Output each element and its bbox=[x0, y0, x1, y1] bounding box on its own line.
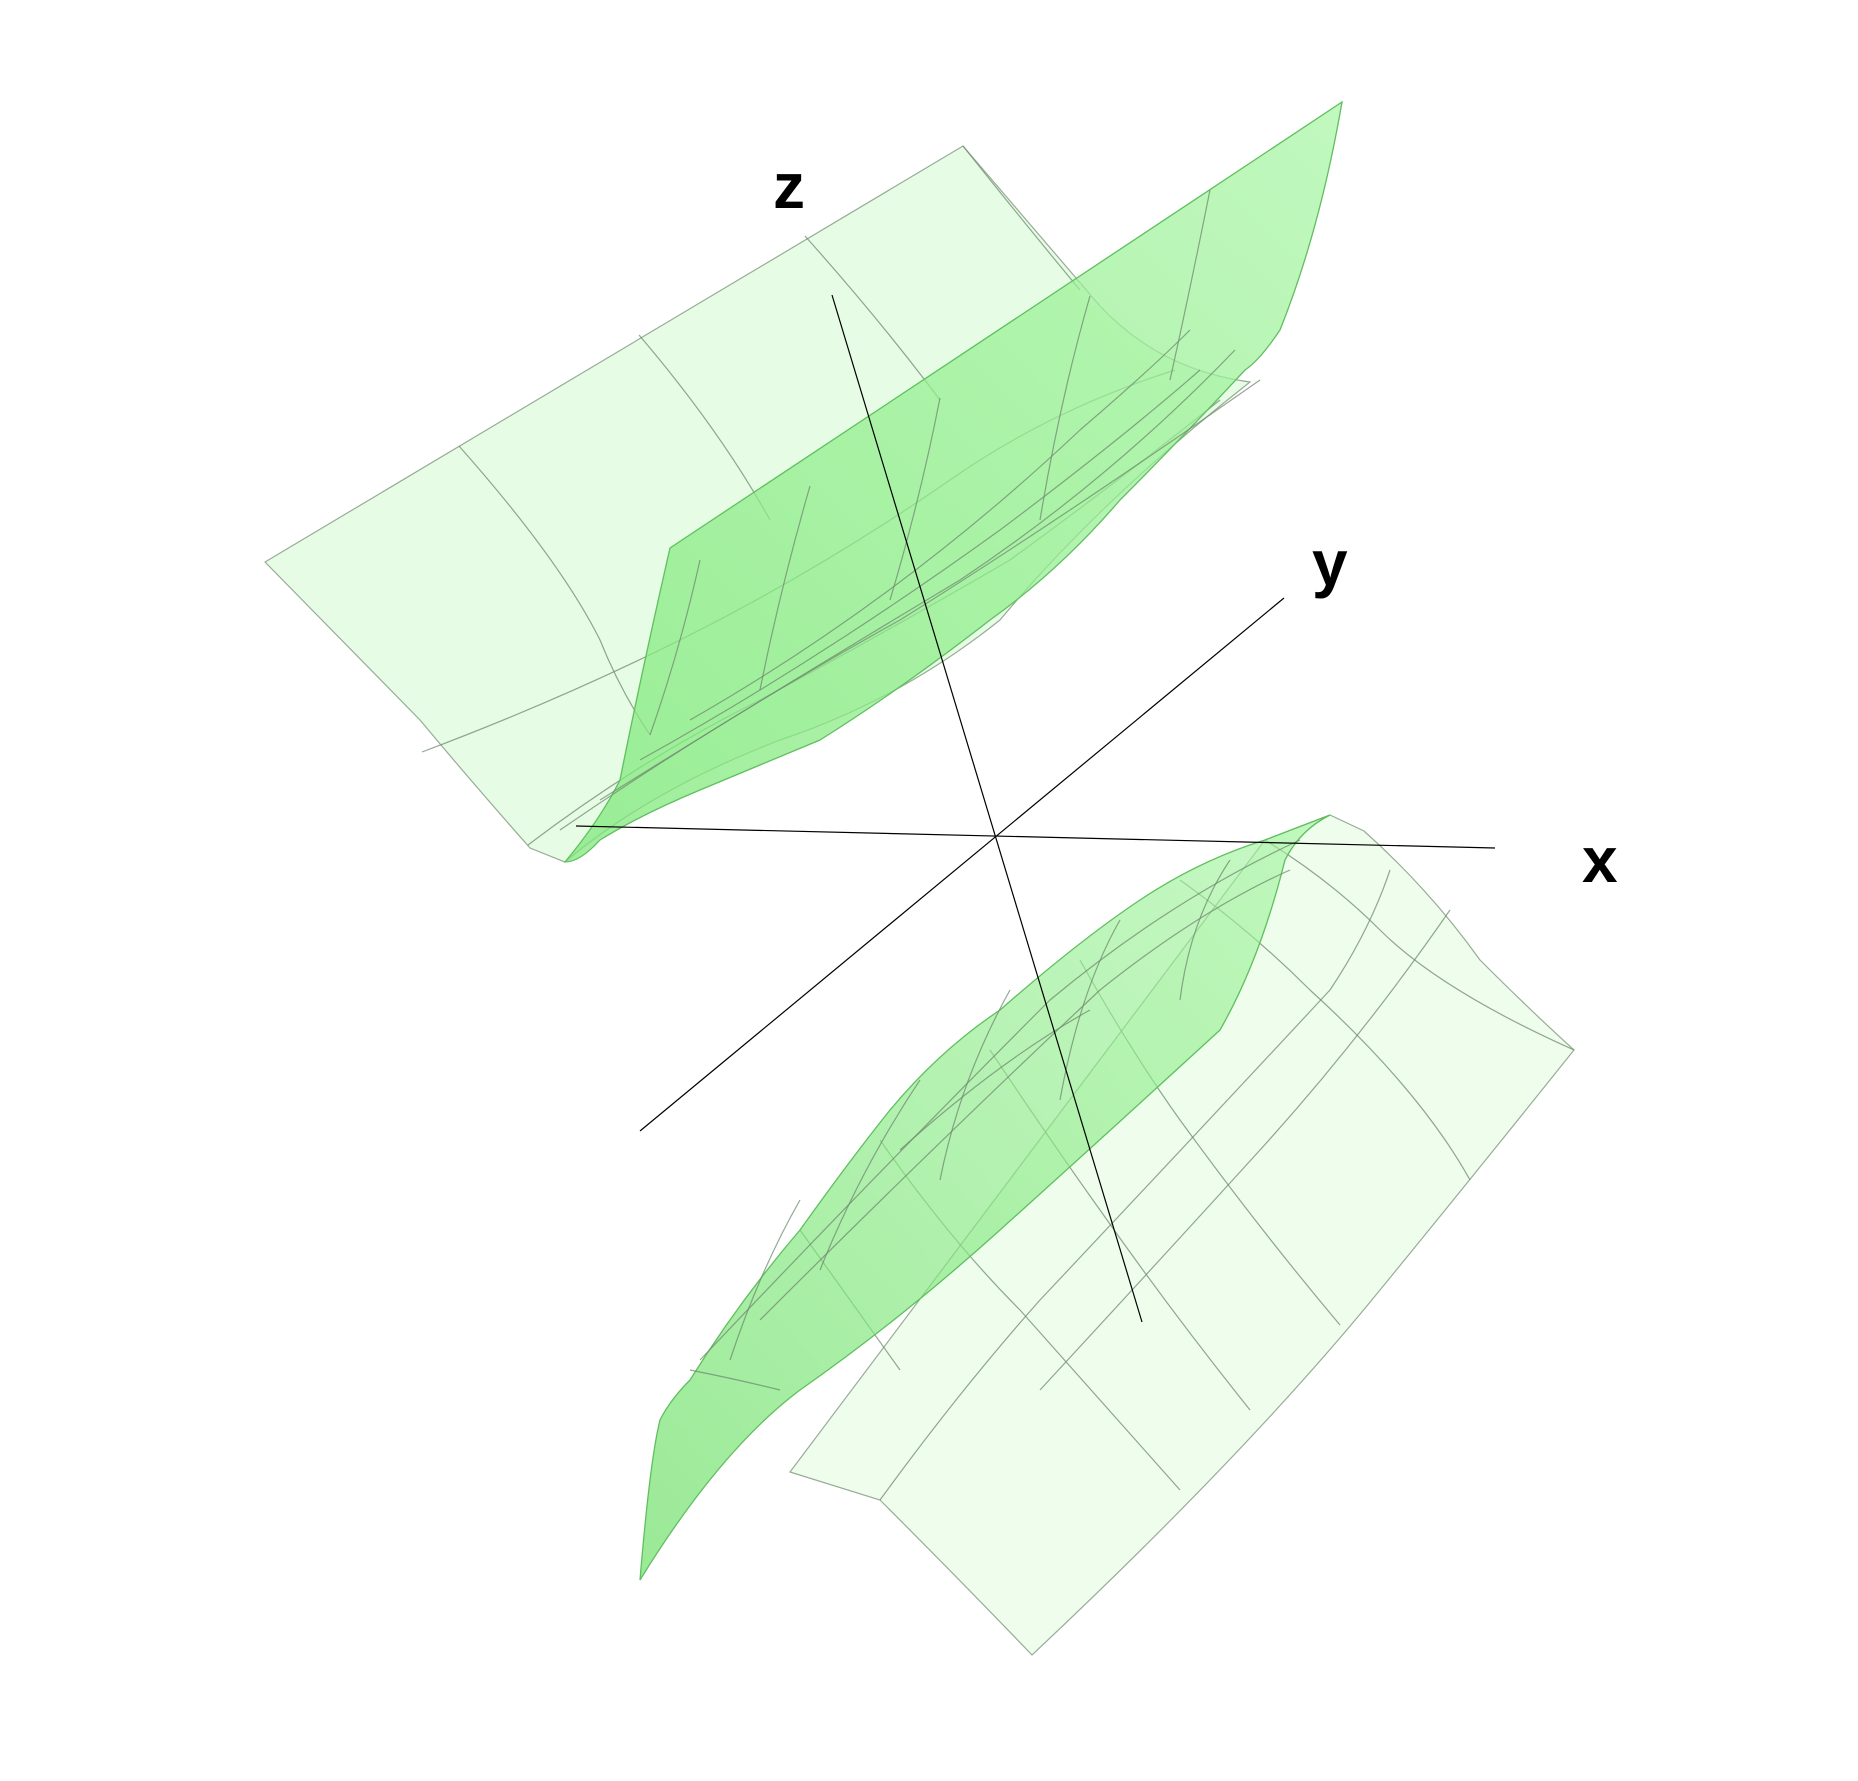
lower-sheet bbox=[639, 814, 1575, 1656]
upper-sheet-grid-line bbox=[639, 369, 1201, 761]
lower-sheet-grid-line bbox=[1039, 909, 1451, 1391]
lower-sheet-grid-line bbox=[1264, 839, 1575, 1051]
upper-sheet-grid-line bbox=[458, 445, 651, 736]
upper-sheet-grid-line bbox=[962, 145, 1081, 291]
upper-sheet-grid-line bbox=[689, 329, 1191, 721]
lower-sheet-grid-line bbox=[1059, 919, 1121, 1101]
upper-sheet-grid-line bbox=[1039, 295, 1091, 521]
z-axis-line bbox=[831, 294, 1143, 1323]
lower-sheet-grid-line bbox=[819, 1079, 921, 1271]
y-axis-line bbox=[639, 597, 1285, 1132]
upper-sheet-grid-line bbox=[649, 559, 701, 736]
upper-sheet-grid-line bbox=[1169, 189, 1211, 381]
z-axis-label: z bbox=[773, 150, 805, 222]
upper-sheet-grid-line bbox=[599, 349, 1236, 801]
lower-sheet-grid-line bbox=[689, 1369, 781, 1391]
lower-sheet-grid-line bbox=[759, 869, 1291, 1321]
upper-sheet bbox=[264, 100, 1343, 863]
y-axis-label: y bbox=[1312, 527, 1348, 599]
x-axis-line bbox=[575, 825, 1496, 849]
axes bbox=[575, 294, 1496, 1323]
lower-sheet-grid-line bbox=[879, 869, 1391, 1501]
lower-sheet-grid-line bbox=[729, 1199, 801, 1361]
x-axis-label: x bbox=[1582, 824, 1618, 896]
lower-sheet-grid-line bbox=[699, 839, 1301, 1361]
upper-sheet-grid-line bbox=[759, 485, 811, 691]
upper-sheet-front-face bbox=[563, 100, 1343, 863]
upper-sheet-grid-line bbox=[889, 397, 941, 601]
lower-sheet-grid-line bbox=[899, 1009, 1091, 1151]
lower-sheet-grid-line bbox=[1179, 859, 1231, 1001]
